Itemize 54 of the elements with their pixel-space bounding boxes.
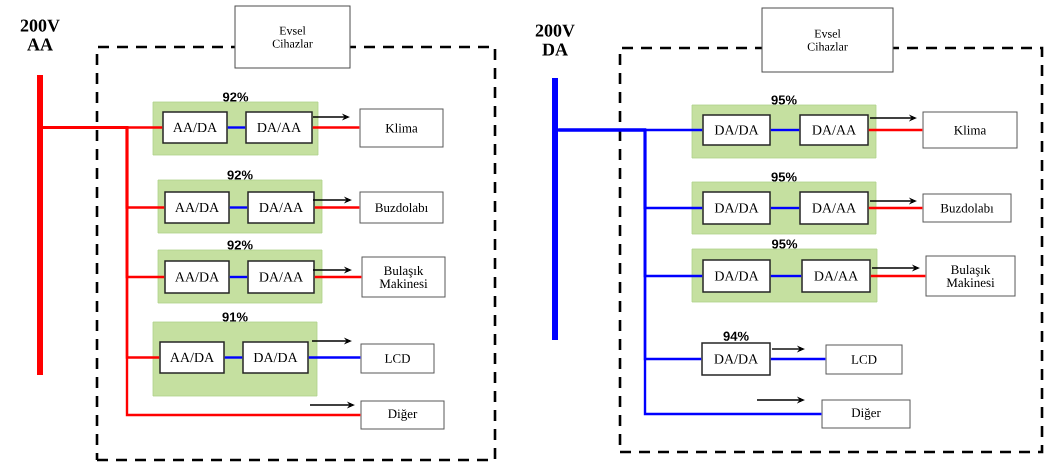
power-line bbox=[870, 274, 926, 278]
power-line bbox=[227, 126, 246, 129]
appliance-box: Buzdolabı bbox=[922, 193, 1012, 223]
appliance-box: Diğer bbox=[360, 400, 445, 430]
efficiency-label: 92% bbox=[227, 240, 253, 250]
voltage-label: 200V AA bbox=[20, 19, 60, 51]
converter-box: DA/AA bbox=[799, 114, 869, 146]
appliance-box: Buzdolabı bbox=[359, 191, 444, 224]
heading-box: Evsel Cihazlar bbox=[761, 7, 894, 73]
efficiency-label: 95% bbox=[771, 172, 797, 182]
appliance-box: LCD bbox=[360, 343, 435, 374]
voltage-label: 200V DA bbox=[535, 24, 575, 56]
power-line bbox=[43, 126, 361, 417]
power-line bbox=[868, 206, 923, 210]
converter-box: AA/DA bbox=[164, 191, 230, 224]
appliance-box: Klima bbox=[359, 108, 444, 148]
converter-box: DA/AA bbox=[247, 191, 315, 224]
power-line bbox=[224, 356, 243, 359]
power-line bbox=[229, 206, 248, 209]
power-line bbox=[770, 128, 800, 132]
converter-box: DA/DA bbox=[702, 114, 771, 146]
heading-box: Evsel Cihazlar bbox=[234, 5, 351, 69]
power-line bbox=[308, 356, 361, 359]
power-line bbox=[770, 357, 826, 361]
converter-box: DA/AA bbox=[247, 260, 315, 294]
power-line bbox=[868, 128, 923, 132]
converter-box: AA/DA bbox=[164, 260, 230, 294]
converter-box: DA/DA bbox=[702, 259, 771, 293]
converter-box: DA/DA bbox=[242, 341, 309, 374]
power-line bbox=[312, 126, 360, 129]
converter-box: DA/AA bbox=[801, 259, 871, 293]
efficiency-label: 95% bbox=[771, 239, 798, 249]
efficiency-label: 91% bbox=[222, 312, 248, 322]
power-line bbox=[770, 206, 800, 210]
efficiency-label: 92% bbox=[222, 92, 249, 102]
converter-box: DA/DA bbox=[701, 342, 771, 376]
appliance-box: LCD bbox=[825, 344, 903, 375]
appliance-box: Bulaşık Makinesi bbox=[361, 256, 446, 298]
converter-box: AA/DA bbox=[162, 111, 228, 144]
power-line bbox=[314, 275, 362, 279]
power-line bbox=[770, 274, 802, 278]
efficiency-label: 95% bbox=[771, 95, 797, 105]
appliance-box: Bulaşık Makinesi bbox=[925, 255, 1016, 297]
converter-box: DA/DA bbox=[702, 191, 771, 225]
power-line bbox=[558, 128, 822, 416]
power-line bbox=[229, 275, 248, 279]
efficiency-label: 94% bbox=[723, 331, 749, 341]
efficiency-label: 92% bbox=[227, 170, 253, 180]
power-line bbox=[314, 206, 360, 209]
converter-box: DA/AA bbox=[799, 191, 869, 225]
converter-box: AA/DA bbox=[159, 341, 225, 374]
converter-box: DA/AA bbox=[245, 111, 313, 144]
appliance-box: Klima bbox=[922, 111, 1018, 149]
appliance-box: Diğer bbox=[821, 399, 911, 429]
